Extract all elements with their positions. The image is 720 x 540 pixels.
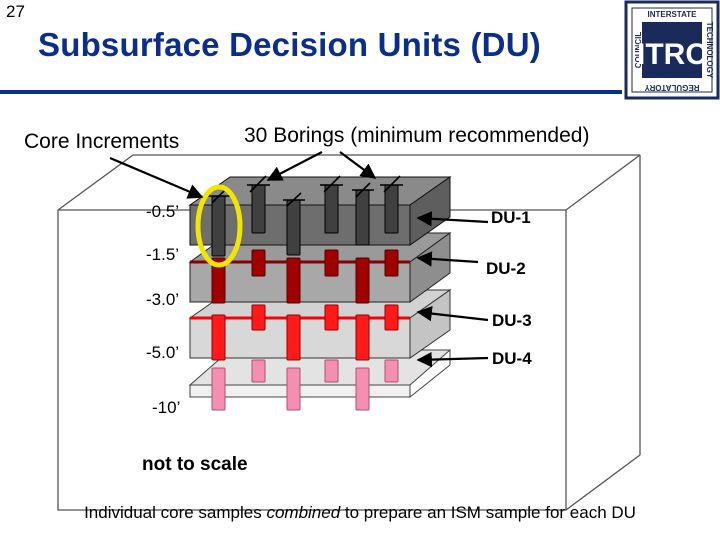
du3-cores [211,304,399,361]
du2-cores [211,249,399,304]
depth-label: -5.0’ [146,343,180,362]
du1-layer [188,176,452,246]
logo-ring-right: TECHNOLOGY [705,22,714,79]
caption-end: to prepare an ISM sample for each DU [340,503,636,522]
du4-cores [211,359,399,411]
caption-start: Individual core samples [84,503,267,522]
slide-number: 27 [6,2,25,21]
core-increments-label: Core Increments [24,130,180,153]
depth-label: -3.0’ [146,290,180,309]
title-divider [0,90,622,94]
du-label: DU-1 [491,208,531,227]
page-title: Subsurface Decision Units (DU) [38,26,541,63]
caption-emphasis: combined [266,503,341,522]
borings-label: 30 Borings (minimum recommended) [244,124,590,147]
du-label: DU-3 [492,311,532,330]
depth-label: -10’ [152,398,181,417]
not-to-scale-note: not to scale [142,454,248,475]
itrc-logo: INTERSTATE REGULATORY COUNCIL TECHNOLOGY… [624,0,720,100]
logo-letters: ITRC [637,38,707,71]
logo-ring-bottom: REGULATORY [644,83,700,92]
logo-ring-left: COUNCIL [634,32,643,69]
annotation-arrows [109,151,489,368]
du-label: DU-4 [492,349,532,368]
du-label: DU-2 [486,259,526,278]
highlight-ring [195,184,243,268]
depth-label: -0.5’ [146,202,180,221]
boring-marks [208,175,403,207]
logo-ring-top: INTERSTATE [647,10,697,19]
du1-cores [211,184,399,257]
depth-label: -1.5’ [146,245,180,264]
caption: Individual core samples combined to prep… [0,503,720,523]
